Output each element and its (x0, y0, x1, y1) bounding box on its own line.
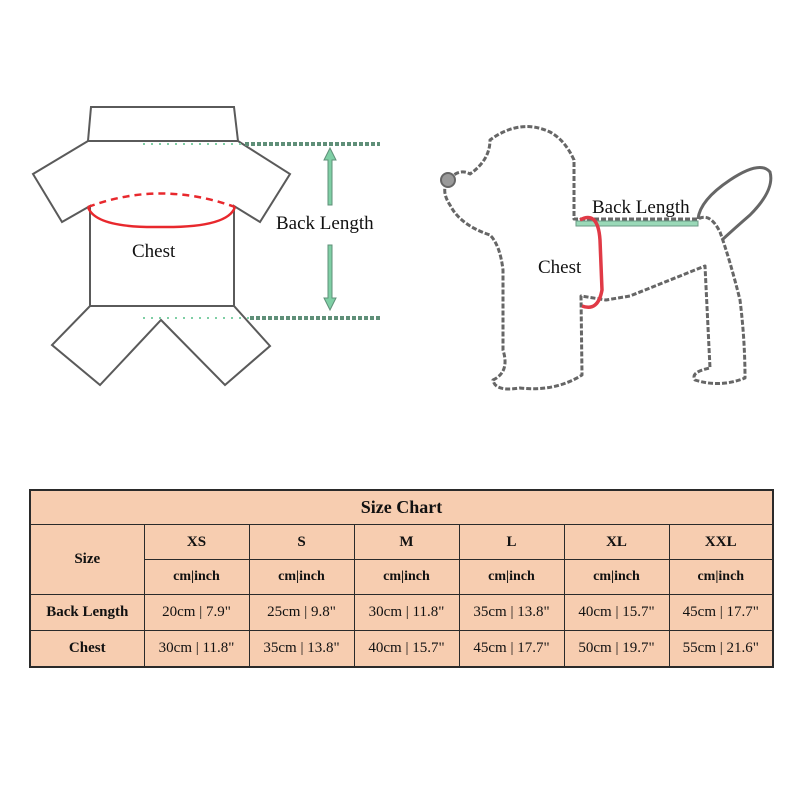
table-row-back-length: Back Length 20cm | 7.9" 25cm | 9.8" 30cm… (29, 594, 774, 631)
table-cell: 30cm | 11.8" (143, 630, 250, 668)
table-cell: 45cm | 17.7" (458, 630, 565, 668)
table-cell: 55cm | 21.6" (668, 630, 774, 668)
unit-label: cm|inch (668, 559, 774, 595)
table-unit-row: cm|inch cm|inch cm|inch cm|inch cm|inch … (30, 559, 774, 595)
table-size-row: Size XS S M L XL XXL (29, 524, 774, 595)
table-title-row: Size Chart (29, 489, 774, 525)
row-label: Back Length (29, 594, 145, 631)
size-chart-table: Size Chart Size XS S M L XL XXL cm|inch … (29, 489, 775, 668)
unit-label: cm|inch (563, 559, 670, 595)
size-l: L (458, 524, 565, 560)
garment-diagram: Chest Back Length (0, 0, 400, 400)
dog-diagram: Back Length Chest (400, 0, 800, 400)
dog-chest-label: Chest (538, 257, 582, 278)
size-m: M (353, 524, 460, 560)
size-header: Size (29, 524, 145, 595)
dog-outline-icon (440, 125, 773, 391)
unit-label: cm|inch (143, 559, 250, 595)
row-label: Chest (29, 630, 145, 668)
unit-label: cm|inch (353, 559, 460, 595)
size-s: S (248, 524, 355, 560)
table-row-chest: Chest 30cm | 11.8" 35cm | 13.8" 40cm | 1… (29, 630, 774, 668)
table-title: Size Chart (29, 489, 774, 525)
size-xl: XL (563, 524, 670, 560)
garment-chest-label: Chest (132, 241, 176, 262)
table-cell: 50cm | 19.7" (563, 630, 670, 668)
table-cell: 35cm | 13.8" (458, 594, 565, 631)
table-cell: 45cm | 17.7" (668, 594, 774, 631)
unit-label: cm|inch (458, 559, 565, 595)
size-xxl: XXL (668, 524, 774, 560)
table-cell: 25cm | 9.8" (248, 594, 355, 631)
table-cell: 40cm | 15.7" (563, 594, 670, 631)
size-xs: XS (143, 524, 250, 560)
table-cell: 35cm | 13.8" (248, 630, 355, 668)
table-cell: 20cm | 7.9" (143, 594, 250, 631)
dog-back-length-label: Back Length (592, 197, 690, 218)
table-cell: 30cm | 11.8" (353, 594, 460, 631)
unit-label: cm|inch (248, 559, 355, 595)
table-cell: 40cm | 15.7" (353, 630, 460, 668)
garment-back-length-label: Back Length (276, 213, 374, 234)
garment-outline-icon (31, 106, 380, 387)
